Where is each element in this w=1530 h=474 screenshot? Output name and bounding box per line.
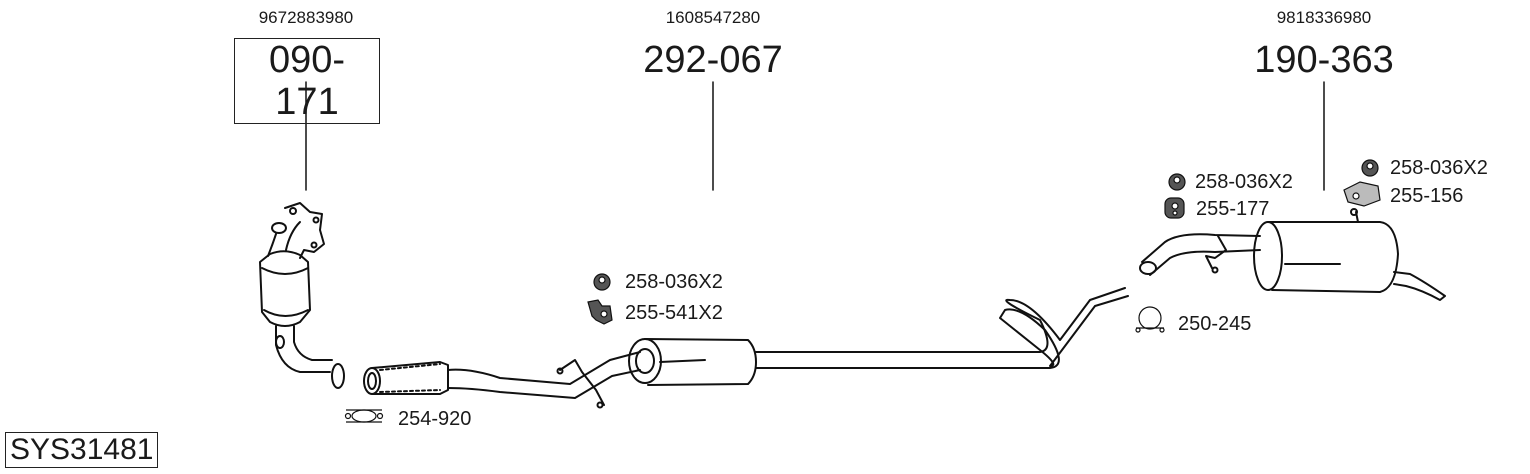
accessory-rear-mount-left[interactable]: 255-177	[1196, 198, 1270, 220]
nut-icon	[593, 273, 611, 291]
accessory-rear-nut-left[interactable]: 258-036X2	[1195, 171, 1293, 193]
accessory-rear-mount-right[interactable]: 255-156	[1390, 185, 1464, 207]
middle-silencer-drawing	[363, 287, 1129, 409]
rear-silencer-drawing	[1139, 208, 1446, 301]
accessory-front-clamp[interactable]: 254-920	[398, 408, 472, 430]
part-number-middle-silencer[interactable]: 292-067	[643, 39, 783, 81]
rubber-mount-icon	[587, 299, 613, 325]
u-clamp-icon	[1135, 306, 1165, 333]
rubber-mount-icon	[1164, 197, 1185, 219]
nut-icon	[1361, 159, 1379, 177]
part-number-catalyst[interactable]: 090-171	[234, 38, 380, 124]
bracket-icon	[1343, 181, 1381, 207]
nut-icon	[1168, 173, 1186, 191]
accessory-middle-nut[interactable]: 258-036X2	[625, 271, 723, 293]
catalytic-converter-drawing	[259, 202, 345, 389]
system-code: SYS31481	[5, 432, 159, 468]
accessory-rear-clamp[interactable]: 250-245	[1178, 313, 1252, 335]
oe-number-catalyst: 9672883980	[258, 8, 354, 27]
oe-number-middle-silencer: 1608547280	[665, 8, 761, 27]
part-number-rear-silencer[interactable]: 190-363	[1254, 39, 1394, 81]
oe-number-rear-silencer: 9818336980	[1276, 8, 1372, 27]
accessory-rear-nut-right[interactable]: 258-036X2	[1390, 157, 1488, 179]
clamp-icon	[344, 409, 384, 423]
accessory-middle-mount[interactable]: 255-541X2	[625, 302, 723, 324]
